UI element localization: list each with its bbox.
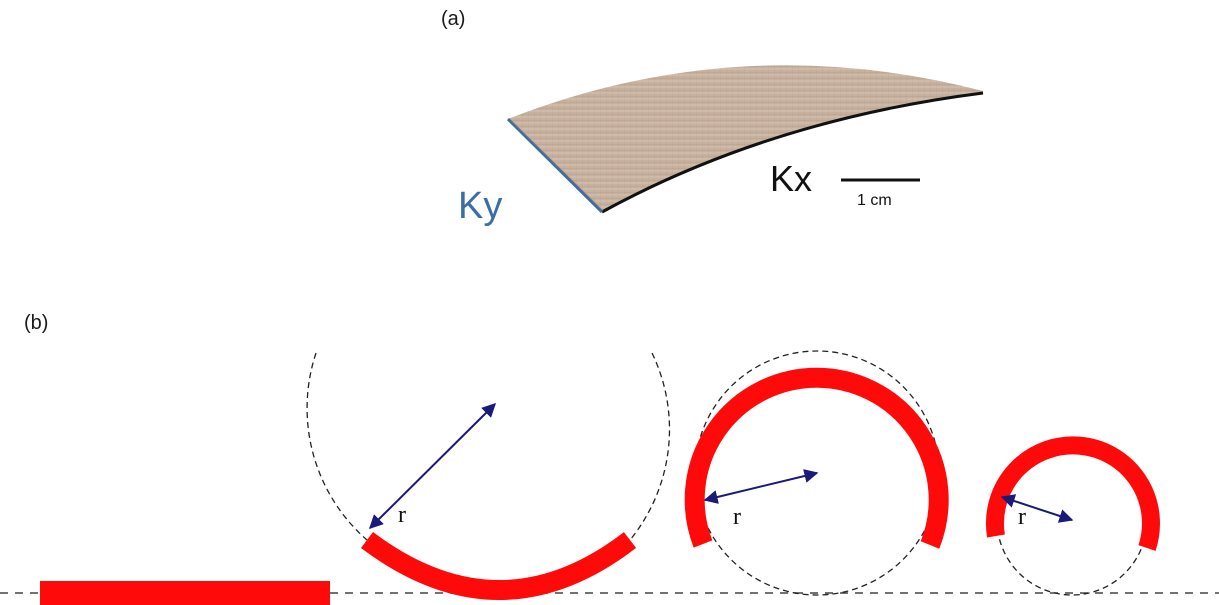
sheet-edge-ky-highlight xyxy=(509,118,604,211)
sheet-edge-kx xyxy=(601,91,984,214)
radius-label-medium: r xyxy=(733,504,741,530)
radius-arrow-large xyxy=(369,403,496,529)
scale-bar-label: 1 cm xyxy=(857,192,892,209)
radius-label-large: r xyxy=(398,502,406,528)
sheet-edge-ky xyxy=(506,117,604,214)
radius-arrow-small xyxy=(1000,494,1074,523)
kx-label: Kx xyxy=(770,158,812,199)
radius-label-small: r xyxy=(1018,504,1026,530)
curved-strip-large: r xyxy=(306,352,671,600)
curved-strip-medium: r xyxy=(684,350,949,596)
dashed-circle-large xyxy=(306,352,368,541)
red-arc-small xyxy=(986,436,1160,551)
curved-strip-small: r xyxy=(986,436,1160,596)
sheet-surface xyxy=(508,65,983,213)
woven-sheet xyxy=(506,65,984,214)
dashed-circle-large-right xyxy=(629,352,671,541)
red-arc-medium xyxy=(684,367,949,549)
panel-b-label: (b) xyxy=(24,312,49,334)
radius-arrow-medium xyxy=(703,469,819,504)
ky-label: Ky xyxy=(458,185,502,227)
flat-strip xyxy=(40,581,330,605)
panel-a-label: (a) xyxy=(441,8,466,30)
red-arc-large xyxy=(360,532,637,600)
